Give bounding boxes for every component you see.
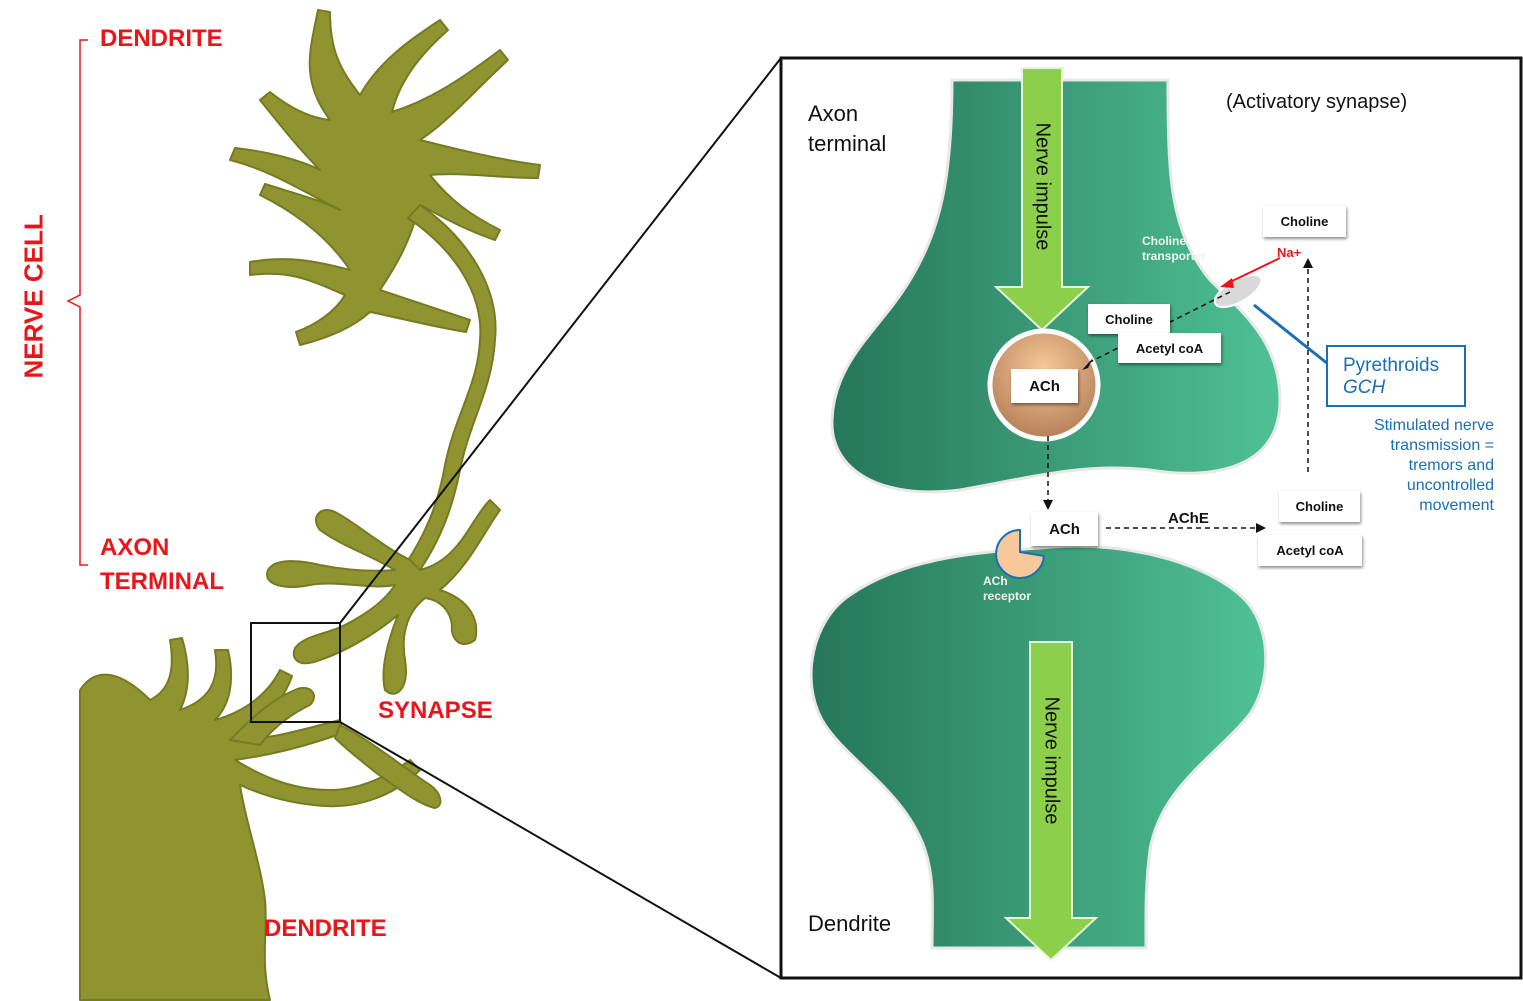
choline-transporter-text-2: transporter: [1142, 249, 1207, 263]
effect-text: Stimulated nerve transmission = tremors …: [1330, 416, 1494, 516]
ache-text: AChE: [1168, 510, 1209, 527]
nerve-cell-bracket: [66, 39, 88, 566]
zoom-box: [250, 622, 341, 723]
effect-line: movement: [1419, 497, 1494, 514]
pyrethroids-box: Pyrethroids GCH: [1326, 345, 1466, 407]
connector-line-bottom: [339, 721, 782, 979]
acetyl-coa-box-right: Acetyl coA: [1258, 535, 1362, 566]
arrowhead-vesicle: [1082, 358, 1093, 370]
choline-box-mid: Choline: [1088, 304, 1170, 334]
effect-line: transmission =: [1390, 437, 1494, 454]
nerve-impulse-arrow-top: [993, 67, 1091, 332]
choline-transporter-text-1: Choline: [1142, 234, 1186, 248]
nerve-impulse-bottom-text: Nerve impulse: [1040, 696, 1063, 825]
lower-dendrite-branch-2: [334, 724, 442, 809]
axon-terminal-text-2: terminal: [808, 131, 887, 156]
lower-cell-body: [79, 637, 421, 1001]
pyrethroids-text: Pyrethroids: [1343, 355, 1440, 376]
connector-line-top: [339, 57, 782, 624]
synapse-label: SYNAPSE: [378, 697, 493, 724]
activatory-synapse-text: (Activatory synapse): [1226, 91, 1408, 113]
axon-terminal-branches: [266, 499, 501, 695]
dashed-line-transporter-vesicle: [1089, 291, 1231, 363]
ach-receptor: [995, 528, 1046, 579]
acetyl-coa-box-mid: Acetyl coA: [1118, 333, 1221, 363]
axon-terminal-label-line1: AXON: [100, 534, 170, 561]
synapse-panel: [779, 56, 1523, 980]
effect-line: uncontrolled: [1406, 477, 1494, 494]
arrowhead-right: [1256, 523, 1266, 533]
effect-line: Stimulated nerve: [1373, 417, 1494, 434]
dendrite-panel-text: Dendrite: [808, 911, 892, 936]
choline-box-top-right: Choline: [1263, 206, 1346, 237]
lower-dendrite-branch: [229, 686, 315, 746]
pyrethroid-pointer: [1253, 303, 1329, 366]
ach-box-cleft: ACh: [1031, 512, 1098, 546]
arrowhead-up: [1303, 258, 1313, 268]
na-arrowhead: [1220, 278, 1234, 288]
na-arrow: [1225, 257, 1281, 285]
ach-box-vesicle: ACh: [1011, 369, 1078, 403]
nerve-impulse-top-text: Nerve impulse: [1031, 122, 1054, 251]
nerve-cell-label: NERVE CELL: [18, 214, 49, 379]
choline-box-right: Choline: [1279, 491, 1360, 522]
gch-text: GCH: [1343, 377, 1386, 398]
ach-receptor-text-1: ACh: [983, 574, 1008, 588]
upper-cell-body: [229, 9, 541, 346]
arrowhead-down: [1043, 500, 1053, 510]
nerve-impulse-arrow-bottom: [1003, 641, 1099, 962]
dendrite-top-label: DENDRITE: [100, 25, 223, 52]
axon-terminal-text-1: Axon: [808, 101, 859, 126]
effect-line: tremors and: [1408, 457, 1494, 474]
na-text: Na+: [1277, 245, 1302, 260]
axon-terminal-label-line2: TERMINAL: [100, 568, 224, 595]
dendrite-bottom-label: DENDRITE: [264, 915, 387, 942]
ach-receptor-text-2: receptor: [983, 589, 1032, 603]
